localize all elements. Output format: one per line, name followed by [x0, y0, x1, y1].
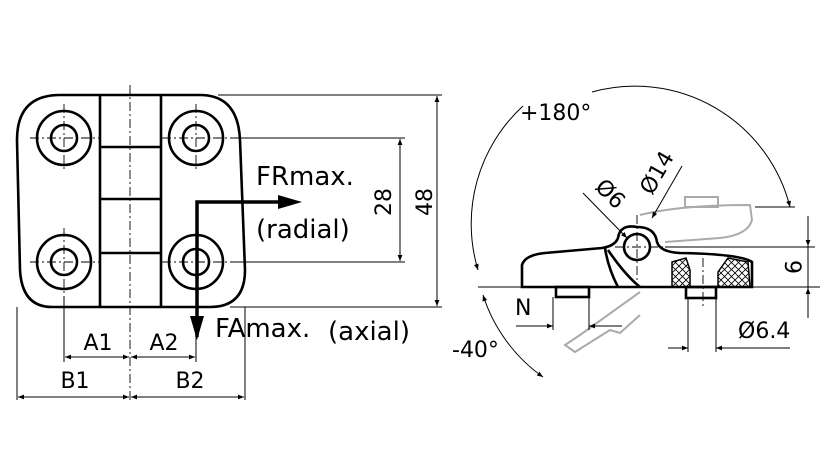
- axial-force-desc: (axial): [328, 317, 410, 347]
- b2-label: B2: [175, 369, 204, 394]
- radial-force-label: FRmax.: [256, 162, 354, 192]
- a2-label: A2: [149, 331, 178, 356]
- open-angle-label: +180°: [520, 101, 591, 126]
- rubber-inserts: [671, 257, 751, 288]
- hinge-front-view: 48 28 A1 A2 B1 B2 FRmax. (radial) FAmax.…: [15, 85, 442, 400]
- height-label: 9: [779, 260, 804, 274]
- a1-label: A1: [83, 331, 112, 356]
- n-label: N: [515, 296, 531, 321]
- hole-diameter-label: Ø6.4: [738, 319, 790, 344]
- dim-48-label: 48: [413, 188, 438, 216]
- pin-diameter-label: Ø6: [590, 175, 630, 215]
- dim-28-label: 28: [372, 188, 397, 216]
- b1-label: B1: [60, 369, 89, 394]
- hinge-side-view: +180° -40° Ø6 Ø14 9 N Ø6.4: [452, 85, 820, 378]
- radial-force-desc: (radial): [256, 215, 350, 245]
- force-arrows: [190, 195, 302, 340]
- axial-force-label: FAmax.: [215, 314, 310, 344]
- knuckle-diameter-label: Ø14: [636, 147, 680, 199]
- close-angle-label: -40°: [452, 338, 499, 363]
